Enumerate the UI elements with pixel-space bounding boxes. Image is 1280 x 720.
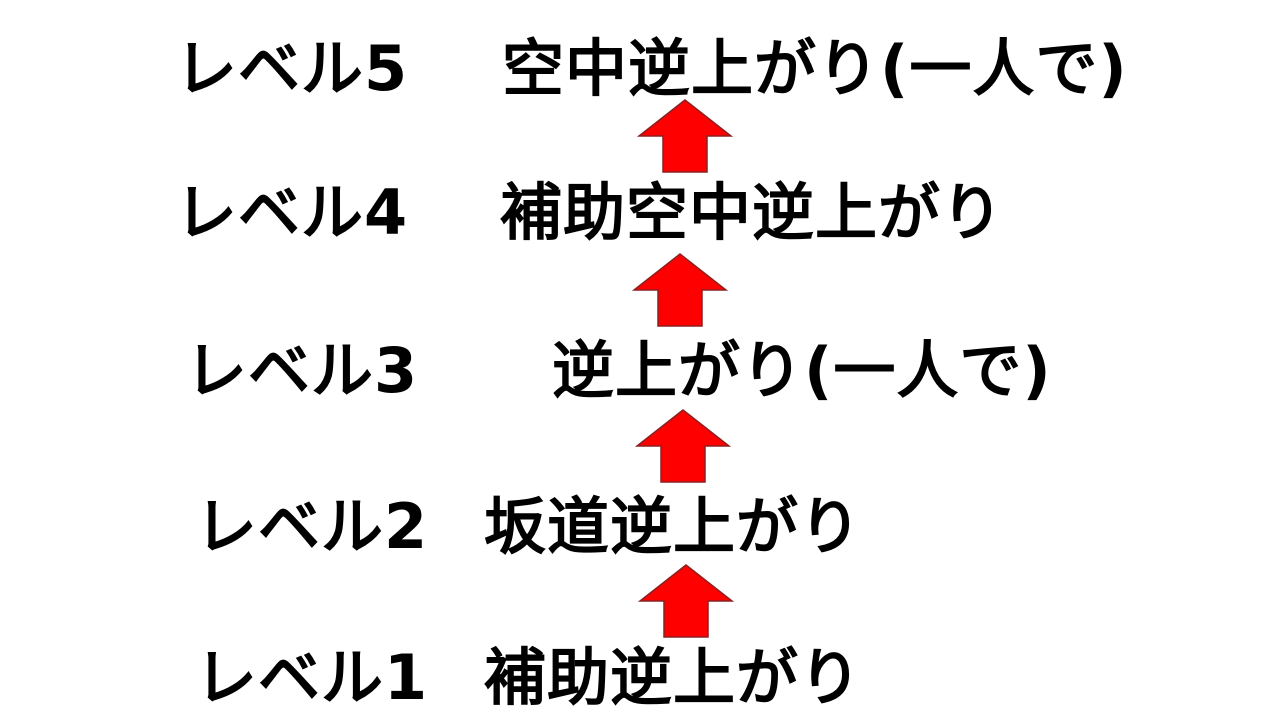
- level-1-name: 補助逆上がり: [484, 641, 863, 714]
- level-2-label: レベル2: [195, 490, 429, 563]
- level-4-name: 補助空中逆上がり: [500, 176, 1005, 249]
- level-5-label: レベル5: [175, 32, 409, 105]
- up-arrow-icon: [637, 98, 733, 174]
- level-5-name: 空中逆上がり(一人で): [502, 32, 1128, 105]
- level-2-name: 坂道逆上がり: [484, 490, 863, 563]
- level-1-label: レベル1: [195, 641, 429, 714]
- level-4-label: レベル4: [175, 176, 409, 249]
- up-arrow-icon: [635, 408, 731, 484]
- up-arrow-icon: [638, 563, 734, 639]
- level-3-name: 逆上がり(一人で): [552, 334, 1052, 407]
- level-3-label: レベル3: [185, 334, 419, 407]
- up-arrow-icon: [632, 252, 728, 328]
